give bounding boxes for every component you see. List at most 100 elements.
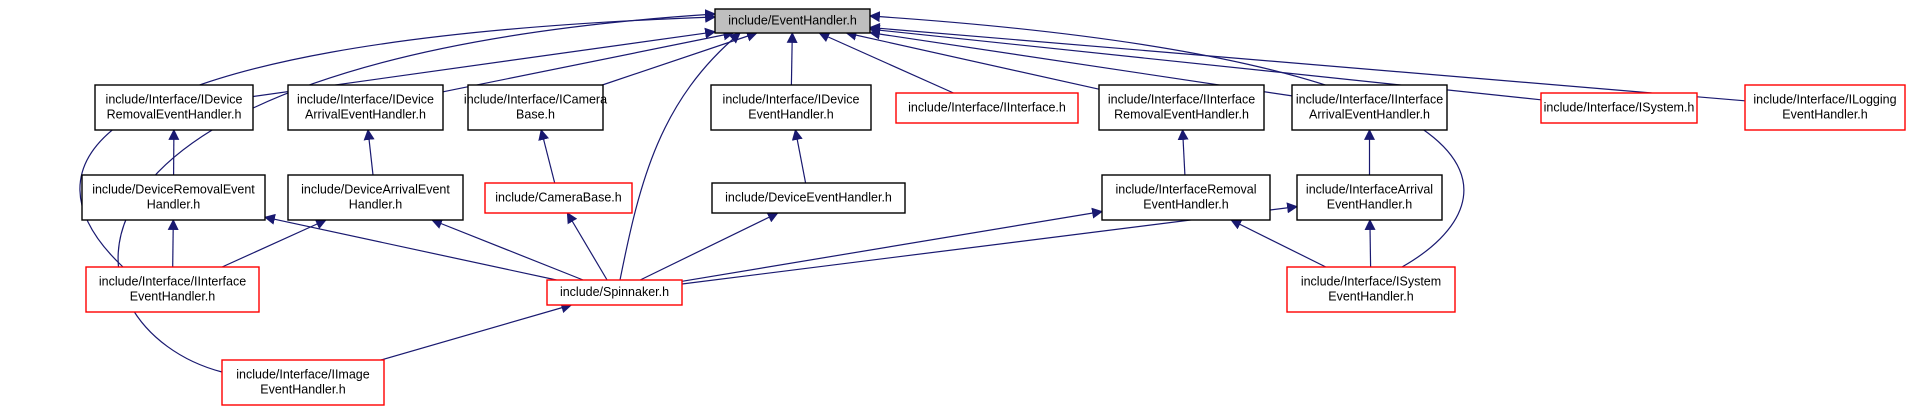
edge-iinterface_removal-to-eventhandler [845,29,1100,90]
graph-node-iinterface-arrival[interactable]: include/Interface/IInterfaceArrivalEvent… [1291,84,1448,131]
edge-ilogging-to-eventhandler [868,22,1746,102]
node-label-line: RemovalEventHandler.h [1114,108,1249,122]
edge-isystem_event-to-eventhandler [868,11,1465,268]
node-label-line: include/Interface/ILogging [1753,93,1896,107]
node-box [1286,266,1456,313]
node-label-line: include/Interface/IInterface.h [908,101,1066,115]
node-label-line: Handler.h [349,198,403,212]
node-box [895,92,1079,124]
node-box [484,182,633,214]
node-label-line: EventHandler.h [1143,198,1229,212]
node-label-line: RemovalEventHandler.h [107,108,242,122]
graph-node-idevice-removal[interactable]: include/Interface/IDeviceRemovalEventHan… [94,84,254,131]
node-label-line: include/InterfaceRemoval [1115,183,1256,197]
node-box [85,266,260,313]
edge-iinterface_event-to-device_arrival [221,219,327,268]
node-box [1744,84,1906,131]
graph-node-camerabase[interactable]: include/CameraBase.h [484,182,633,214]
node-label-line: EventHandler.h [260,383,346,397]
edge-icamerabase-to-eventhandler [602,30,758,86]
node-box [1291,84,1448,131]
node-label-line: include/DeviceEventHandler.h [725,191,892,205]
graph-node-device-event[interactable]: include/DeviceEventHandler.h [711,182,906,214]
graph-node-idevice-arrival[interactable]: include/Interface/IDeviceArrivalEventHan… [287,84,444,131]
edge-spinnaker-to-device_arrival [431,218,584,281]
node-box [94,84,254,131]
node-label-line: EventHandler.h [748,108,834,122]
node-box [467,84,604,131]
node-box [546,279,683,306]
node-label-line: EventHandler.h [1327,198,1413,212]
edge-spinnaker-to-interface_removal [681,207,1104,282]
node-label-line: include/Interface/ISystem [1301,275,1441,289]
edge-layer [79,9,1746,373]
edge-device_arrival-to-idevice_arrival [363,128,375,176]
edge-spinnaker-to-camerabase [566,212,608,281]
edge-device_event-to-idevice_event [791,128,807,184]
node-box [1540,92,1698,124]
edge-iinterface_event-to-device_removal [167,218,179,268]
node-label-line: include/Interface/IDevice [723,93,860,107]
node-label-line: include/Interface/IDevice [106,93,243,107]
node-box [1296,174,1443,221]
node-label-line: include/InterfaceArrival [1306,183,1433,197]
edge-interface_removal-to-iinterface_removal [1177,128,1189,176]
edge-isystem_event-to-interface_removal [1230,219,1327,268]
edge-isystem_event-to-interface_arrival [1364,218,1376,268]
edge-spinnaker-to-eventhandler [619,32,741,281]
node-label-line: EventHandler.h [1328,290,1414,304]
graph-node-iinterface-event[interactable]: include/Interface/IInterfaceEventHandler… [85,266,260,313]
node-label-line: include/Interface/IImage [236,368,369,382]
edge-iinterface_event-to-eventhandler [79,11,717,268]
node-label-line: ArrivalEventHandler.h [1309,108,1430,122]
graph-node-iinterface-removal[interactable]: include/Interface/IInterfaceRemovalEvent… [1098,84,1265,131]
node-box [81,174,266,221]
edge-idevice_event-to-eventhandler [786,31,798,86]
node-box [287,84,444,131]
node-label-line: include/Interface/IDevice [297,93,434,107]
node-label-line: include/DeviceRemovalEvent [92,183,255,197]
node-label-line: include/Interface/IInterface [1296,93,1443,107]
edge-idevice_arrival-to-eventhandler [442,29,735,93]
graph-node-isystem[interactable]: include/Interface/ISystem.h [1540,92,1698,124]
graph-node-iinterface[interactable]: include/Interface/IInterface.h [895,92,1079,124]
node-label-line: include/Spinnaker.h [560,285,669,299]
node-box [711,182,906,214]
node-label-line: include/CameraBase.h [495,191,622,205]
edge-iimage_event-to-spinnaker [380,302,573,361]
node-box [1101,174,1271,221]
node-box [714,8,871,34]
node-label-line: Handler.h [147,198,201,212]
edge-iinterface-to-eventhandler [818,32,954,94]
node-label-line: include/Interface/ICamera [464,93,607,107]
graph-node-spinnaker[interactable]: include/Spinnaker.h [546,279,683,306]
node-label-line: include/Interface/ISystem.h [1544,101,1695,115]
edge-spinnaker-to-device_removal [263,213,557,281]
node-layer: include/EventHandler.h include/Interface/… [81,8,1906,406]
node-box [221,359,385,406]
node-label-line: ArrivalEventHandler.h [305,108,426,122]
node-label-line: include/DeviceArrivalEvent [301,183,450,197]
node-label-line: EventHandler.h [1782,108,1868,122]
edge-spinnaker-to-device_event [639,212,779,281]
node-label-line: include/EventHandler.h [728,14,857,28]
node-label-line: EventHandler.h [130,290,216,304]
node-label-line: include/Interface/IInterface [1108,93,1255,107]
node-box [287,174,464,221]
node-box [1098,84,1265,131]
edge-camerabase-to-icamerabase [538,128,556,184]
node-box [710,84,872,131]
node-label-line: include/Interface/IInterface [99,275,246,289]
node-label-line: Base.h [516,108,555,122]
graph-node-eventhandler[interactable]: include/EventHandler.h [714,8,871,34]
